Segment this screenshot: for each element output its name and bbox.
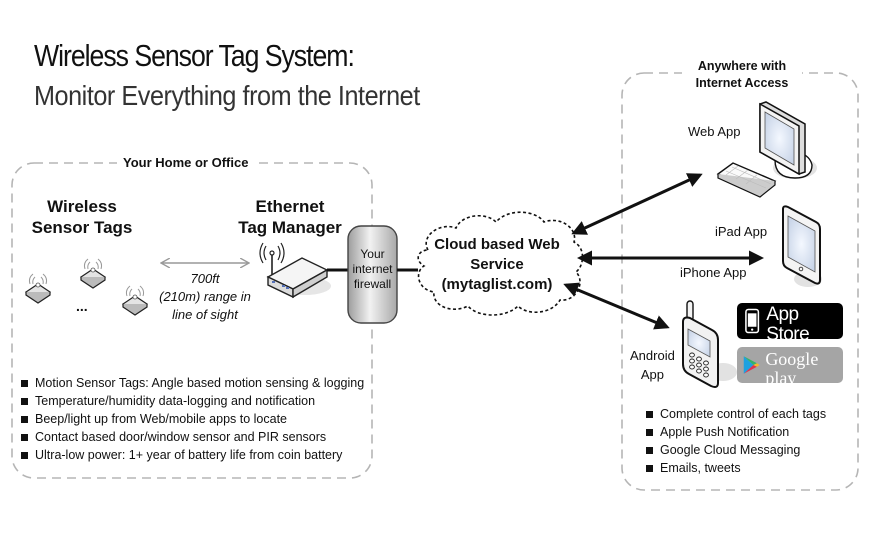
tag-manager-heading: Ethernet Tag Manager <box>230 196 350 238</box>
cloud-label-line2: Service <box>470 256 524 273</box>
feature-item: Motion Sensor Tags: Angle based motion s… <box>20 374 364 392</box>
sensor-tags-heading-line1: Wireless <box>47 197 117 216</box>
sensor-tags-heading-line2: Sensor Tags <box>31 218 133 237</box>
android-app-label-line2: App <box>640 367 664 382</box>
range-line2: (210m) range in <box>159 289 251 304</box>
cloud-label-line1: Cloud based Web <box>434 236 560 253</box>
android-app-label: Android App <box>630 346 675 384</box>
iphone-icon <box>745 308 760 334</box>
anywhere-label-line1: Anywhere with <box>697 59 787 73</box>
tag-manager-heading-line2: Tag Manager <box>238 218 342 237</box>
cloud-service-label: Cloud based Web Service (mytaglist.com) <box>422 235 572 295</box>
desktop-computer-icon <box>716 101 817 198</box>
google-play-badge[interactable]: ANDROID APP ON Google play <box>737 343 843 388</box>
ethernet-tag-manager-icon <box>259 242 331 299</box>
range-text: 700ft (210m) range in line of sight <box>150 270 260 324</box>
feature-item: Google Cloud Messaging <box>645 441 826 459</box>
app-store-big-text: App Store <box>766 304 810 345</box>
page-title: Wireless Sensor Tag System: <box>34 38 355 73</box>
app-store-small-text: Available on the <box>766 297 823 304</box>
more-tags-ellipsis: ... <box>76 298 88 314</box>
sensor-tags-heading: Wireless Sensor Tags <box>22 196 142 238</box>
home-office-label: Your Home or Office <box>117 155 255 170</box>
feature-item: Complete control of each tags <box>645 405 826 423</box>
firewall-label-line3: firewall <box>353 277 392 291</box>
feature-item: Temperature/humidity data-logging and no… <box>20 392 364 410</box>
range-line1: 700ft <box>190 271 220 286</box>
ipad-app-label: iPad App <box>715 224 768 239</box>
firewall-label-line2: internet <box>352 262 393 276</box>
web-app-label: Web App <box>688 124 741 139</box>
feature-item: Beep/light up from Web/mobile apps to lo… <box>20 410 364 428</box>
feature-item: Emails, tweets <box>645 459 826 477</box>
firewall-label: Your internet firewall <box>348 247 397 292</box>
range-line3: line of sight <box>172 307 238 322</box>
sensor-tag-icon <box>121 285 149 316</box>
anywhere-label-line2: Internet Access <box>695 76 789 90</box>
sensor-tag-icon <box>24 273 52 304</box>
android-app-label-line1: Android <box>630 348 675 363</box>
feature-item: Ultra-low power: 1+ year of battery life… <box>20 446 364 464</box>
page-subtitle: Monitor Everything from the Internet <box>34 80 420 111</box>
arrow-web-app <box>571 173 703 235</box>
feature-item: Apple Push Notification <box>645 423 826 441</box>
cloud-label-line3: (mytaglist.com) <box>441 276 553 293</box>
google-play-big-text: Google play <box>765 349 819 388</box>
arrow-android-app <box>563 282 670 330</box>
tag-manager-heading-line1: Ethernet <box>255 197 325 216</box>
google-play-small-text: ANDROID APP ON <box>765 343 816 349</box>
anywhere-label: Anywhere with Internet Access <box>682 58 802 92</box>
firewall-label-line1: Your <box>360 247 385 261</box>
sensor-tag-icon <box>79 258 107 289</box>
firewall-icon <box>347 225 398 324</box>
home-feature-list: Motion Sensor Tags: Angle based motion s… <box>20 374 364 464</box>
android-phone-icon <box>682 300 737 388</box>
ipad-icon <box>782 205 822 287</box>
google-play-logo-icon <box>743 356 760 374</box>
app-store-badge[interactable]: Available on the App Store <box>737 297 843 345</box>
iphone-app-label: iPhone App <box>680 265 747 280</box>
feature-item: Contact based door/window sensor and PIR… <box>20 428 364 446</box>
anywhere-feature-list: Complete control of each tags Apple Push… <box>645 405 826 477</box>
